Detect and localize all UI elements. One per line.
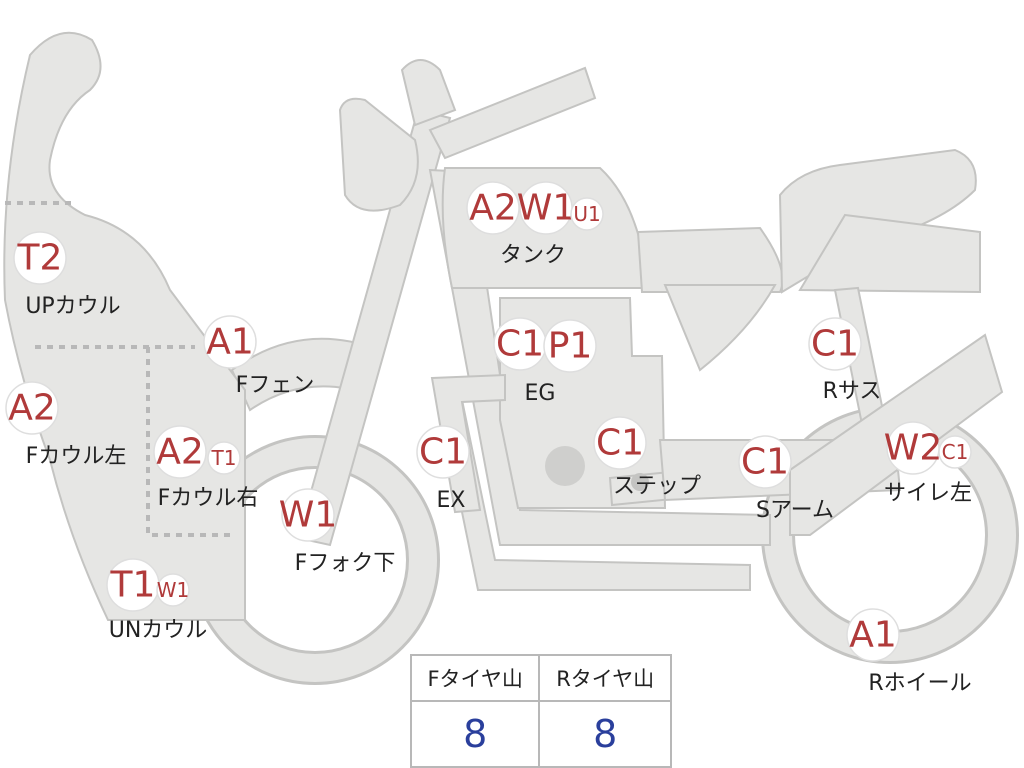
damage-code: A1 — [206, 322, 254, 363]
part-label: Fカウル右 — [158, 486, 259, 511]
damage-badge — [156, 573, 190, 607]
damage-badge — [153, 425, 207, 479]
step-peg-1 — [631, 473, 649, 491]
damage-code: C1 — [496, 324, 544, 365]
part-label: ステップ — [613, 474, 701, 499]
side-panel-shape — [663, 284, 777, 372]
damage-code: C1 — [942, 440, 969, 464]
damage-code: C1 — [741, 442, 789, 483]
damage-badge — [570, 197, 604, 231]
damage-badge — [466, 181, 520, 235]
damage-badge — [808, 317, 862, 371]
damage-badge — [543, 319, 597, 373]
damage-badge — [13, 231, 67, 285]
damage-code: T1 — [211, 446, 237, 470]
damage-code: T1 — [110, 565, 156, 606]
tire-tread-table: Fタイヤ山 Rタイヤ山 8 8 — [409, 654, 672, 768]
damage-badge — [5, 381, 59, 435]
damage-code: P1 — [548, 326, 593, 367]
damage-code: C1 — [596, 423, 644, 464]
damage-code: A2 — [469, 188, 517, 229]
fork-top-shape — [400, 59, 457, 127]
damage-badge — [416, 425, 470, 479]
damage-code: W1 — [157, 578, 190, 602]
part-label: Fフェン — [236, 373, 315, 398]
part-step: C1 ステップ — [593, 416, 701, 499]
damage-badge — [738, 435, 792, 489]
exhaust-shape — [430, 373, 506, 514]
engine-cover — [545, 446, 585, 486]
front-tire-value: 8 — [409, 700, 541, 768]
damage-code: A1 — [849, 615, 897, 656]
damage-badge — [846, 608, 900, 662]
part-label: EX — [437, 488, 466, 513]
damage-code: W2 — [884, 428, 943, 469]
part-label: EG — [525, 381, 556, 406]
damage-code: W1 — [279, 495, 338, 536]
part-label: Rサス — [823, 379, 882, 404]
front-tire-header: Fタイヤ山 — [409, 654, 541, 702]
part-label: Fフォク下 — [295, 551, 396, 576]
headlight-shape — [338, 97, 419, 212]
damage-badge — [938, 435, 972, 469]
rear-tire-header: Rタイヤ山 — [538, 654, 672, 702]
damage-badge — [281, 488, 335, 542]
damage-code: C1 — [811, 324, 859, 365]
seat-front-shape — [636, 226, 784, 293]
damage-code: T2 — [17, 238, 63, 279]
damage-code: W1 — [517, 188, 576, 229]
part-label: UPカウル — [25, 294, 120, 319]
damage-badge — [203, 315, 257, 369]
damage-badge — [593, 416, 647, 470]
damage-badge — [207, 441, 241, 475]
damage-code: A2 — [156, 432, 204, 473]
part-label: UNカウル — [109, 618, 208, 643]
part-label: Fカウル左 — [26, 444, 127, 469]
damage-code: U1 — [573, 202, 600, 226]
rear-tire-value: 8 — [538, 700, 672, 768]
damage-code: A2 — [8, 388, 56, 429]
part-label: サイレ左 — [884, 481, 972, 506]
handlebar-shape — [428, 66, 597, 160]
damage-code: C1 — [419, 432, 467, 473]
part-label: タンク — [500, 243, 566, 268]
part-label: Sアーム — [756, 498, 834, 523]
cowl-seam-3 — [146, 347, 235, 537]
tail-shape — [798, 213, 981, 294]
part-label: Rホイール — [868, 671, 971, 696]
